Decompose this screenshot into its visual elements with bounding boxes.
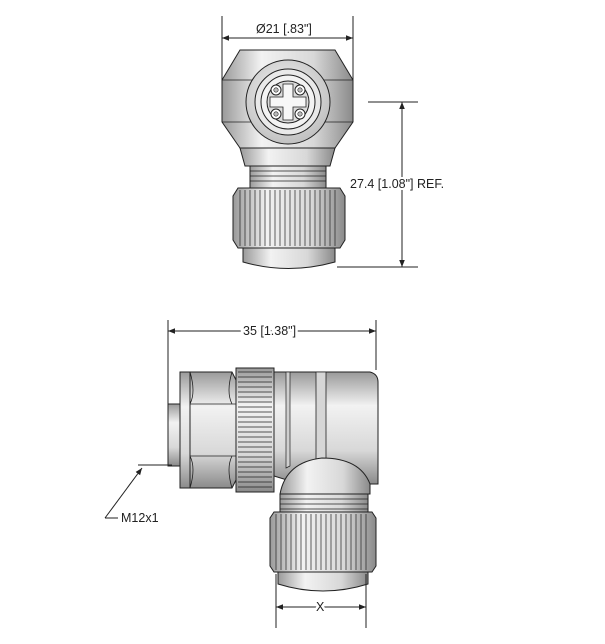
cable-dim-label: X	[316, 600, 325, 614]
face-key	[269, 83, 307, 121]
height-label: 27.4 [1.08"] REF.	[350, 177, 444, 191]
length-label: 35 [1.38"]	[243, 324, 296, 338]
top-view	[221, 16, 418, 269]
elbow-dome	[279, 457, 371, 495]
body-groove	[315, 371, 327, 473]
front-collar	[179, 371, 191, 489]
knurled-ring-side	[235, 367, 275, 493]
hex-nut-side	[189, 371, 237, 489]
dome-cap-top	[242, 247, 336, 269]
side-view	[104, 320, 379, 628]
diameter-dimension	[221, 16, 354, 84]
thread-label: M12x1	[121, 511, 159, 525]
diameter-label: Ø21 [.83"]	[256, 22, 312, 36]
thread-side	[279, 493, 369, 513]
height-dimension	[337, 101, 418, 268]
thread-top	[249, 165, 327, 189]
gland-nut-top	[232, 187, 346, 249]
length-dimension	[167, 320, 377, 404]
gland-nut-side	[269, 511, 377, 573]
elbow-body-top	[239, 147, 336, 167]
dome-cap-side	[277, 571, 369, 592]
thread-leader	[104, 464, 172, 519]
cable-dimension	[275, 574, 367, 628]
